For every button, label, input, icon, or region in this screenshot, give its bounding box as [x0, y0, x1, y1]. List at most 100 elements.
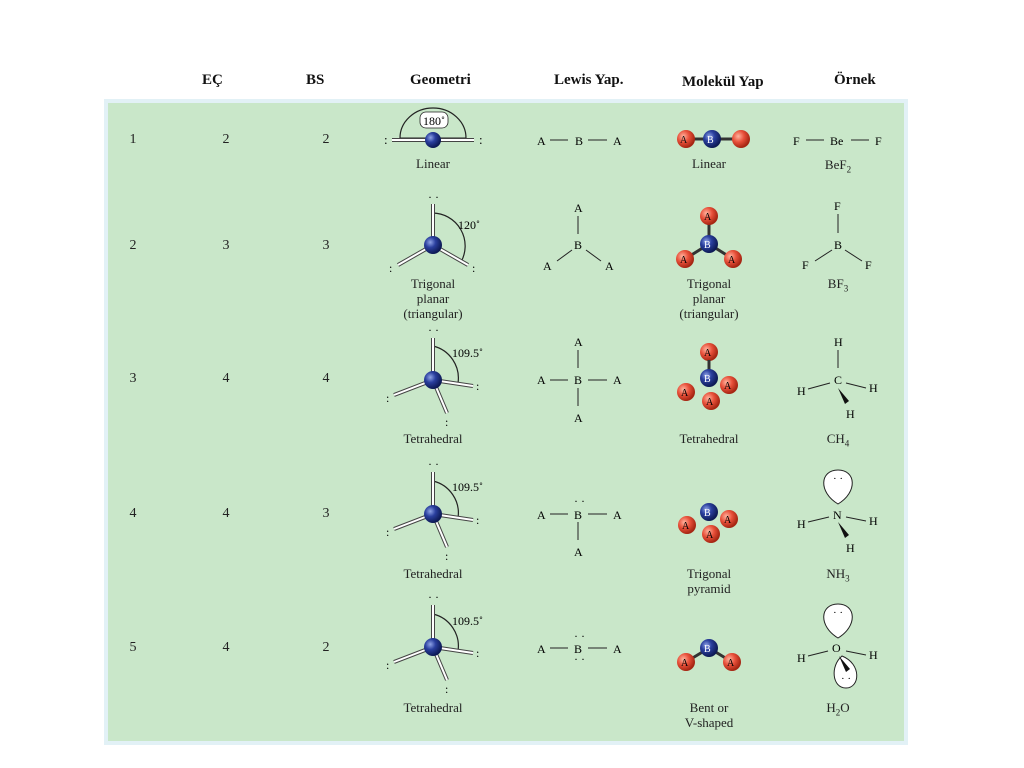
svg-text:C: C — [834, 373, 842, 387]
svg-text:F: F — [875, 134, 882, 148]
svg-text:H: H — [846, 407, 855, 421]
svg-text::: : — [476, 646, 479, 660]
svg-text:B: B — [704, 374, 711, 385]
svg-text:A: A — [724, 381, 732, 392]
example-formula: H2O — [826, 700, 849, 721]
geometry-caption: Linear — [416, 156, 450, 171]
svg-text:H: H — [797, 651, 806, 665]
svg-text:A: A — [613, 373, 622, 387]
svg-text:B: B — [704, 644, 711, 655]
molecule-tetrahedral-model: A A A A B — [677, 343, 738, 410]
svg-text:A: A — [728, 255, 736, 266]
svg-text:A: A — [543, 259, 552, 273]
header-geometri: Geometri — [410, 72, 471, 88]
svg-text:A: A — [682, 521, 690, 532]
svg-text::: : — [384, 132, 388, 147]
svg-text:O: O — [832, 641, 841, 655]
molecule-bent-model: A A B — [677, 639, 741, 671]
svg-text:A: A — [706, 530, 714, 541]
shape-caption: Linear — [692, 156, 726, 171]
svg-text::: : — [445, 549, 448, 563]
lewis-structure-ab3e: · · A B A A — [537, 494, 622, 559]
svg-text:· ·: · · — [833, 473, 843, 485]
geometry-tetrahedral-diagram: 109.5˚ · · : : : — [386, 323, 483, 429]
example-formula-text: H2O — [826, 700, 850, 718]
example-bf3: F B F F — [802, 199, 872, 272]
svg-text::: : — [386, 658, 389, 672]
svg-text:A: A — [680, 255, 688, 266]
ec-value: 4 — [222, 640, 230, 655]
example-formula: BF3 — [828, 276, 848, 297]
example-bef2: F Be F — [793, 134, 882, 148]
svg-text:· ·: · · — [428, 590, 439, 604]
svg-text::: : — [472, 261, 475, 275]
bs-value: 3 — [322, 238, 330, 253]
angle-label: 109.5˚ — [452, 480, 483, 494]
svg-text:A: A — [537, 134, 546, 148]
angle-label: 180˚ — [423, 114, 445, 128]
lewis-structure-linear: A B A — [537, 134, 622, 148]
svg-text:H: H — [869, 514, 878, 528]
geometry-caption: Tetrahedral — [403, 700, 463, 715]
shape-caption: Tetrahedral — [679, 431, 739, 446]
svg-text:A: A — [574, 201, 583, 215]
svg-text:· ·: · · — [833, 607, 843, 619]
ec-value: 4 — [222, 371, 230, 386]
row-number: 4 — [129, 506, 137, 521]
header-molekul: Molekül Yap — [682, 74, 764, 90]
ec-value: 3 — [222, 238, 230, 253]
svg-text:N: N — [833, 508, 842, 522]
svg-text:· ·: · · — [574, 494, 585, 508]
svg-text:H: H — [869, 381, 878, 395]
molecule-trigonal-model: A A A B — [676, 207, 742, 268]
svg-text:A: A — [537, 373, 546, 387]
svg-text::: : — [445, 682, 448, 696]
svg-text:A: A — [706, 397, 714, 408]
row-number: 2 — [129, 238, 137, 253]
geometry-linear-diagram: 180˚ : : — [384, 107, 483, 148]
svg-text:A: A — [613, 134, 622, 148]
svg-text:A: A — [605, 259, 614, 273]
svg-text:F: F — [793, 134, 800, 148]
svg-text:A: A — [537, 508, 546, 522]
svg-text:A: A — [574, 335, 583, 349]
geometry-tetrahedral-diagram: 109.5˚ · · : : : — [386, 590, 483, 696]
example-formula: NH3 — [826, 566, 849, 587]
svg-text:H: H — [797, 517, 806, 531]
svg-text:F: F — [865, 258, 872, 272]
svg-text:A: A — [681, 658, 689, 669]
svg-text::: : — [389, 261, 392, 275]
bs-value: 4 — [322, 371, 330, 386]
svg-text:A: A — [537, 642, 546, 656]
svg-text:A: A — [613, 508, 622, 522]
svg-text:A: A — [724, 515, 732, 526]
svg-text:B: B — [704, 240, 711, 251]
svg-text:· ·: · · — [574, 629, 585, 643]
example-formula-text: NH3 — [826, 566, 850, 584]
lewis-structure-trigonal: A B A A — [543, 201, 614, 273]
svg-text:H: H — [834, 335, 843, 349]
svg-text::: : — [445, 415, 448, 429]
geometry-tetrahedral-diagram: 109.5˚ · · : : : — [386, 457, 483, 563]
lewis-structure-ab2e2: · · A B A · · — [537, 629, 622, 666]
svg-text:H: H — [797, 384, 806, 398]
svg-text:B: B — [574, 373, 582, 387]
svg-text::: : — [476, 513, 479, 527]
example-nh3: · · N H H H — [797, 469, 878, 555]
angle-label: 109.5˚ — [452, 346, 483, 360]
bs-value: 2 — [322, 640, 330, 655]
header-bs: BS — [306, 72, 325, 88]
example-h2o: · · · · O H H — [797, 603, 878, 689]
example-ch4: H C H H H — [797, 335, 878, 421]
example-formula: BeF2 — [825, 157, 851, 178]
svg-text:B: B — [575, 134, 583, 148]
svg-text::: : — [479, 132, 483, 147]
svg-text:· ·: · · — [574, 652, 585, 666]
ec-value: 4 — [222, 506, 230, 521]
svg-text:A: A — [613, 642, 622, 656]
